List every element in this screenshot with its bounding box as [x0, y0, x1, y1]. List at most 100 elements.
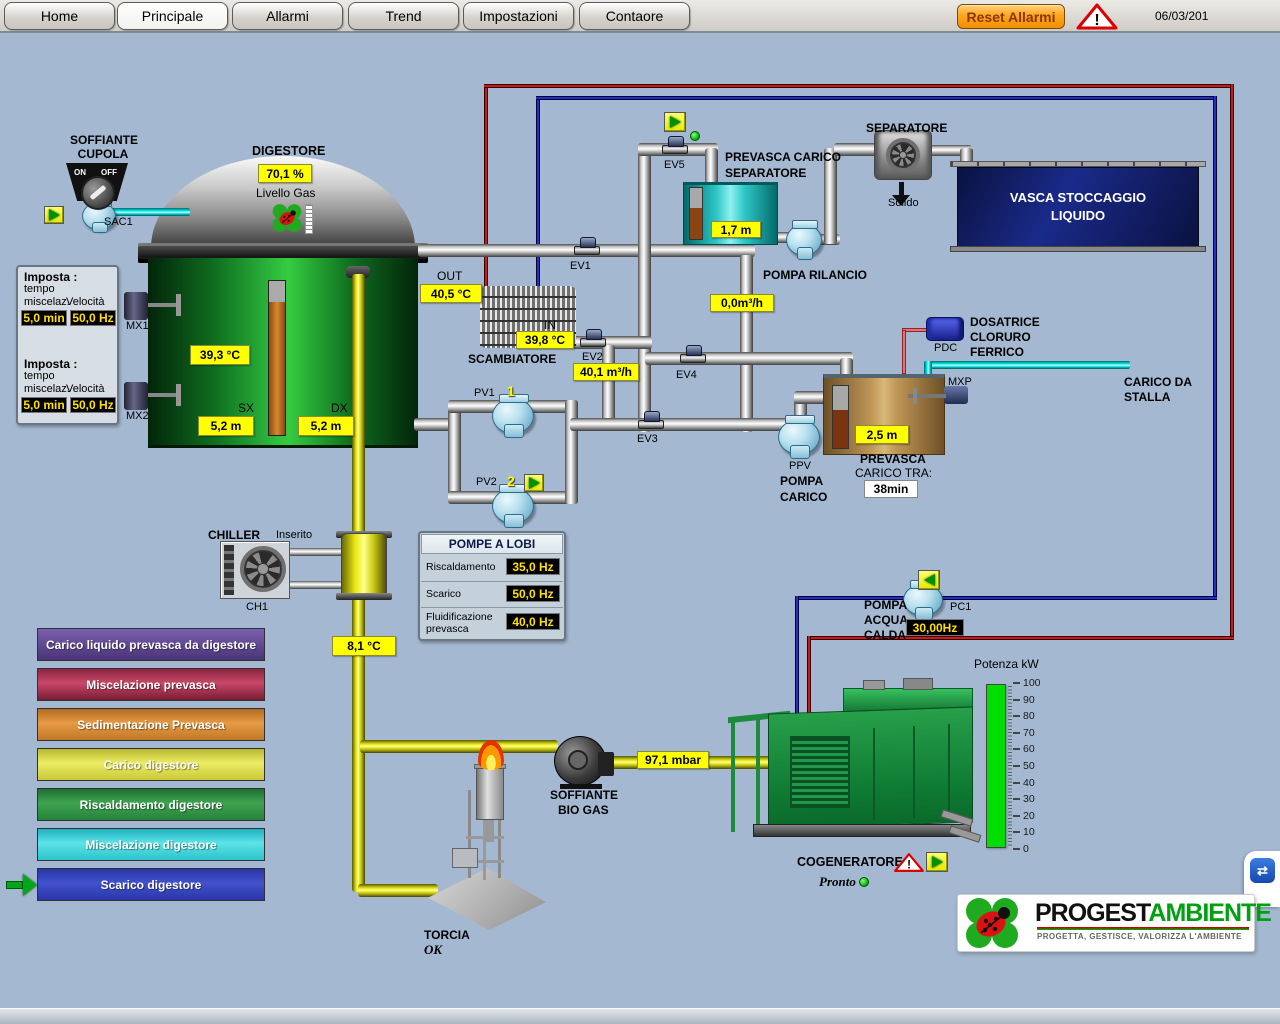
phase-scarico-digestore[interactable]: Scarico digestore — [37, 868, 265, 901]
active-phase-arrow-icon — [23, 874, 37, 896]
play-icon — [931, 856, 943, 868]
dosatrice-line3: FERRICO — [970, 345, 1024, 359]
pipe-chiller-top — [288, 548, 346, 556]
mx2-mixer-shaft — [148, 393, 178, 397]
ppv-line2: CARICO — [780, 490, 828, 504]
sac1-start-button[interactable] — [44, 206, 64, 224]
prevasca-carico-level-fill — [833, 410, 848, 448]
imposta2-line1: tempo — [24, 370, 55, 382]
imposta1-line2: miscelaz. — [24, 296, 70, 308]
gauge-tick: 50 — [1013, 760, 1057, 772]
pv2-pump[interactable] — [492, 484, 534, 529]
pv2-start-button[interactable] — [524, 474, 544, 492]
switch-on-label: ON — [74, 168, 86, 177]
pompe-lobi-row2-label: Scarico — [426, 588, 462, 600]
tab-home[interactable]: Home — [4, 2, 115, 30]
power-gauge-minor-ticks — [1008, 686, 1012, 846]
imposta1-speed-setpoint[interactable]: 50,0 Hz — [70, 310, 116, 326]
vasca-stoccaggio-tank[interactable]: VASCA STOCCAGGIO LIQUIDO — [957, 167, 1199, 247]
cogenerator-start-button[interactable] — [926, 852, 948, 872]
tab-trend[interactable]: Trend — [348, 2, 459, 30]
valve-ev1[interactable] — [574, 237, 600, 255]
chiller-fan-icon — [240, 546, 286, 592]
ev5-start-button[interactable] — [664, 112, 686, 132]
prevasca-carico-level: 2,5 m — [855, 425, 909, 444]
pompa-rilancio-pump[interactable] — [786, 220, 822, 260]
pompa-acqua-line1: POMPA — [864, 598, 908, 612]
imposta1-time-setpoint[interactable]: 5,0 min — [21, 310, 67, 326]
mxp-tag: MXP — [948, 376, 972, 388]
phase-miscelazione-digestore[interactable]: Miscelazione digestore — [37, 828, 265, 861]
arrow-left-icon — [923, 574, 935, 586]
play-icon — [669, 116, 681, 128]
mx2-mixer-blade — [176, 384, 181, 406]
scambiatore-title: SCAMBIATORE — [468, 352, 557, 366]
pipe-to-prevasca-separatore — [705, 148, 718, 188]
phase-sedimentazione-prevasca[interactable]: Sedimentazione Prevasca — [37, 708, 265, 741]
torcia-frame-brace — [466, 860, 504, 863]
torcia-stem — [486, 818, 494, 842]
cogenerator-frame-leg — [756, 716, 760, 833]
pc1-frequency[interactable]: 30,00Hz — [906, 619, 964, 636]
tab-allarmi[interactable]: Allarmi — [232, 2, 343, 30]
ev5-tag: EV5 — [664, 159, 685, 171]
pompe-lobi-row3-value[interactable]: 40,0 Hz — [506, 613, 560, 630]
biogas-pressure: 97,1 mbar — [637, 751, 709, 769]
hot-water-pipe-red — [807, 636, 811, 736]
mx1-tag: MX1 — [126, 320, 149, 332]
vasca-title-line1: VASCA STOCCAGGIO — [1009, 189, 1147, 205]
valve-ev4[interactable] — [680, 345, 706, 363]
pompe-lobi-row1-label: Riscaldamento — [426, 561, 496, 573]
gauge-tick: 100 — [1013, 677, 1057, 689]
hot-water-pipe-red — [807, 636, 1234, 640]
play-icon — [528, 477, 540, 489]
pipe-ppv-to-tank — [794, 391, 828, 404]
torcia-control-box — [452, 848, 478, 868]
alarm-warning-icon: ! — [1076, 3, 1118, 30]
scambiatore-out-temp: 40,5 °C — [420, 284, 482, 303]
pv2-tag: PV2 — [476, 476, 497, 488]
solido-arrow-icon — [892, 195, 910, 206]
gauge-title: Potenza kW — [974, 657, 1039, 671]
hot-water-pipe-red — [484, 84, 488, 290]
pipe-rilancio-up — [824, 148, 837, 244]
pv1-pump[interactable] — [492, 394, 534, 439]
torcia-frame-brace — [466, 836, 504, 839]
imposta2-time-setpoint[interactable]: 5,0 min — [21, 397, 67, 413]
cogenerator-unit[interactable] — [723, 678, 982, 848]
valve-ev3[interactable] — [638, 411, 664, 429]
power-gauge-bar — [986, 684, 1006, 848]
gauge-tick: 30 — [1013, 793, 1057, 805]
pompe-lobi-row2-value[interactable]: 50,0 Hz — [506, 585, 560, 602]
prevasca-carico-subtitle: CARICO TRA: — [855, 466, 933, 480]
torcia-frame — [468, 790, 471, 878]
mxp-mixer-motor[interactable] — [944, 386, 968, 404]
valve-ev2[interactable] — [580, 329, 606, 347]
ppv-tag: PPV — [789, 460, 812, 472]
phase-riscaldamento-digestore[interactable]: Riscaldamento digestore — [37, 788, 265, 821]
valve-ev5[interactable] — [662, 136, 688, 154]
vasca-bottom-rail — [950, 246, 1206, 252]
teamviewer-icon[interactable]: ⇄ — [1250, 858, 1275, 883]
pompe-lobi-row1-value[interactable]: 35,0 Hz — [506, 558, 560, 575]
phase-carico-liquido-prevasca[interactable]: Carico liquido prevasca da digestore — [37, 628, 265, 661]
dosing-pump-pdc[interactable] — [926, 317, 964, 341]
phase-miscelazione-prevasca[interactable]: Miscelazione prevasca — [37, 668, 265, 701]
tab-contaore[interactable]: Contaore — [579, 2, 690, 30]
phase-carico-digestore[interactable]: Carico digestore — [37, 748, 265, 781]
imposta2-speed-setpoint[interactable]: 50,0 Hz — [70, 397, 116, 413]
mx2-mixer-motor[interactable] — [124, 382, 148, 410]
reset-alarms-button[interactable]: Reset Allarmi — [957, 4, 1065, 29]
cogenerator-ready-led — [859, 877, 869, 887]
vasca-top-rail — [950, 161, 1206, 167]
mx1-mixer-motor[interactable] — [124, 292, 148, 320]
ladybug-clover-logo-icon — [966, 898, 1018, 948]
tab-impostazioni[interactable]: Impostazioni — [463, 2, 574, 30]
logo-tagline: PROGETTA, GESTISCE, VALORIZZA L'AMBIENTE — [1037, 932, 1242, 941]
tab-principale[interactable]: Principale — [117, 2, 228, 30]
hot-water-pipe-blue — [795, 596, 1217, 600]
ppv-pump[interactable] — [778, 415, 820, 460]
ev1-tag: EV1 — [570, 260, 591, 272]
pc1-direction-button[interactable] — [918, 570, 940, 590]
pipe-separatore-out — [930, 145, 972, 156]
